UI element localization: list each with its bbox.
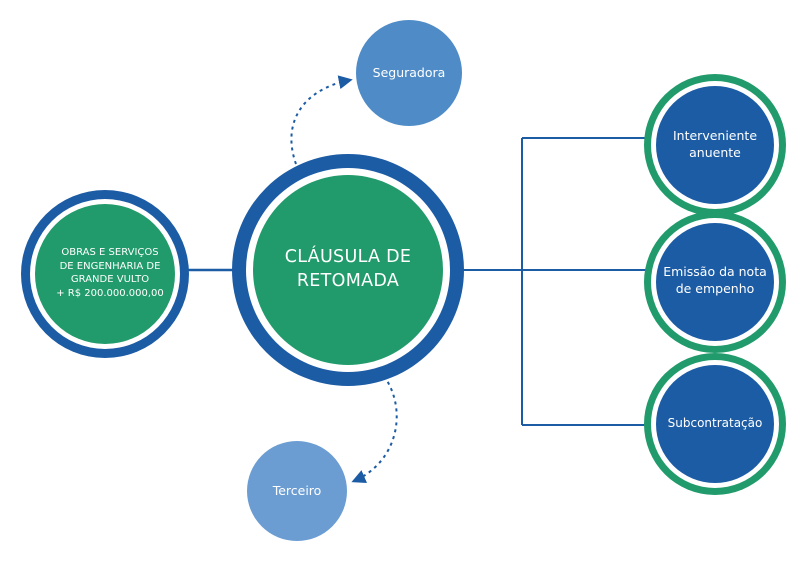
node-interveniente-anuente-label: Interveniente anuente (662, 120, 768, 170)
node-obras-servicos-label: OBRAS E SERVIÇOS DE ENGENHARIA DE GRANDE… (40, 236, 180, 310)
label-line: GRANDE VULTO (70, 274, 150, 285)
node-terceiro (247, 441, 347, 541)
connectors (188, 75, 648, 483)
label-line: + R$ 200.000.000,00 (56, 287, 164, 299)
node-interveniente-anuente (644, 74, 786, 216)
dashed-arrow-terceiro (351, 375, 398, 483)
node-terceiro-label: Terceiro (272, 482, 322, 498)
label-line: anuente (689, 145, 741, 160)
label-line: OBRAS E SERVIÇOS (61, 247, 159, 258)
label-line: DE ENGENHARIA DE (59, 260, 161, 272)
node-clausula-retomada (232, 154, 464, 386)
node-subcontratacao-label: Subcontratação (667, 415, 763, 430)
node-obras-servicos (21, 190, 189, 358)
node-clausula-retomada-label: CLÁUSULA DE RETOMADA (262, 236, 434, 304)
node-subcontratacao (644, 353, 786, 495)
dashed-arrow-seguradora (290, 75, 353, 165)
node-seguradora (356, 20, 462, 126)
node-seguradora-label: Seguradora (372, 64, 446, 80)
label-line: de empenho (675, 281, 755, 296)
label-line: RETOMADA (296, 271, 400, 291)
label-line: CLÁUSULA DE (284, 247, 412, 268)
label-line: Interveniente (672, 128, 758, 144)
node-emissao-nota-empenho (644, 211, 786, 353)
node-emissao-nota-empenho-label: Emissão da nota de empenho (658, 256, 772, 306)
label-line: Emissão da nota (663, 264, 767, 280)
